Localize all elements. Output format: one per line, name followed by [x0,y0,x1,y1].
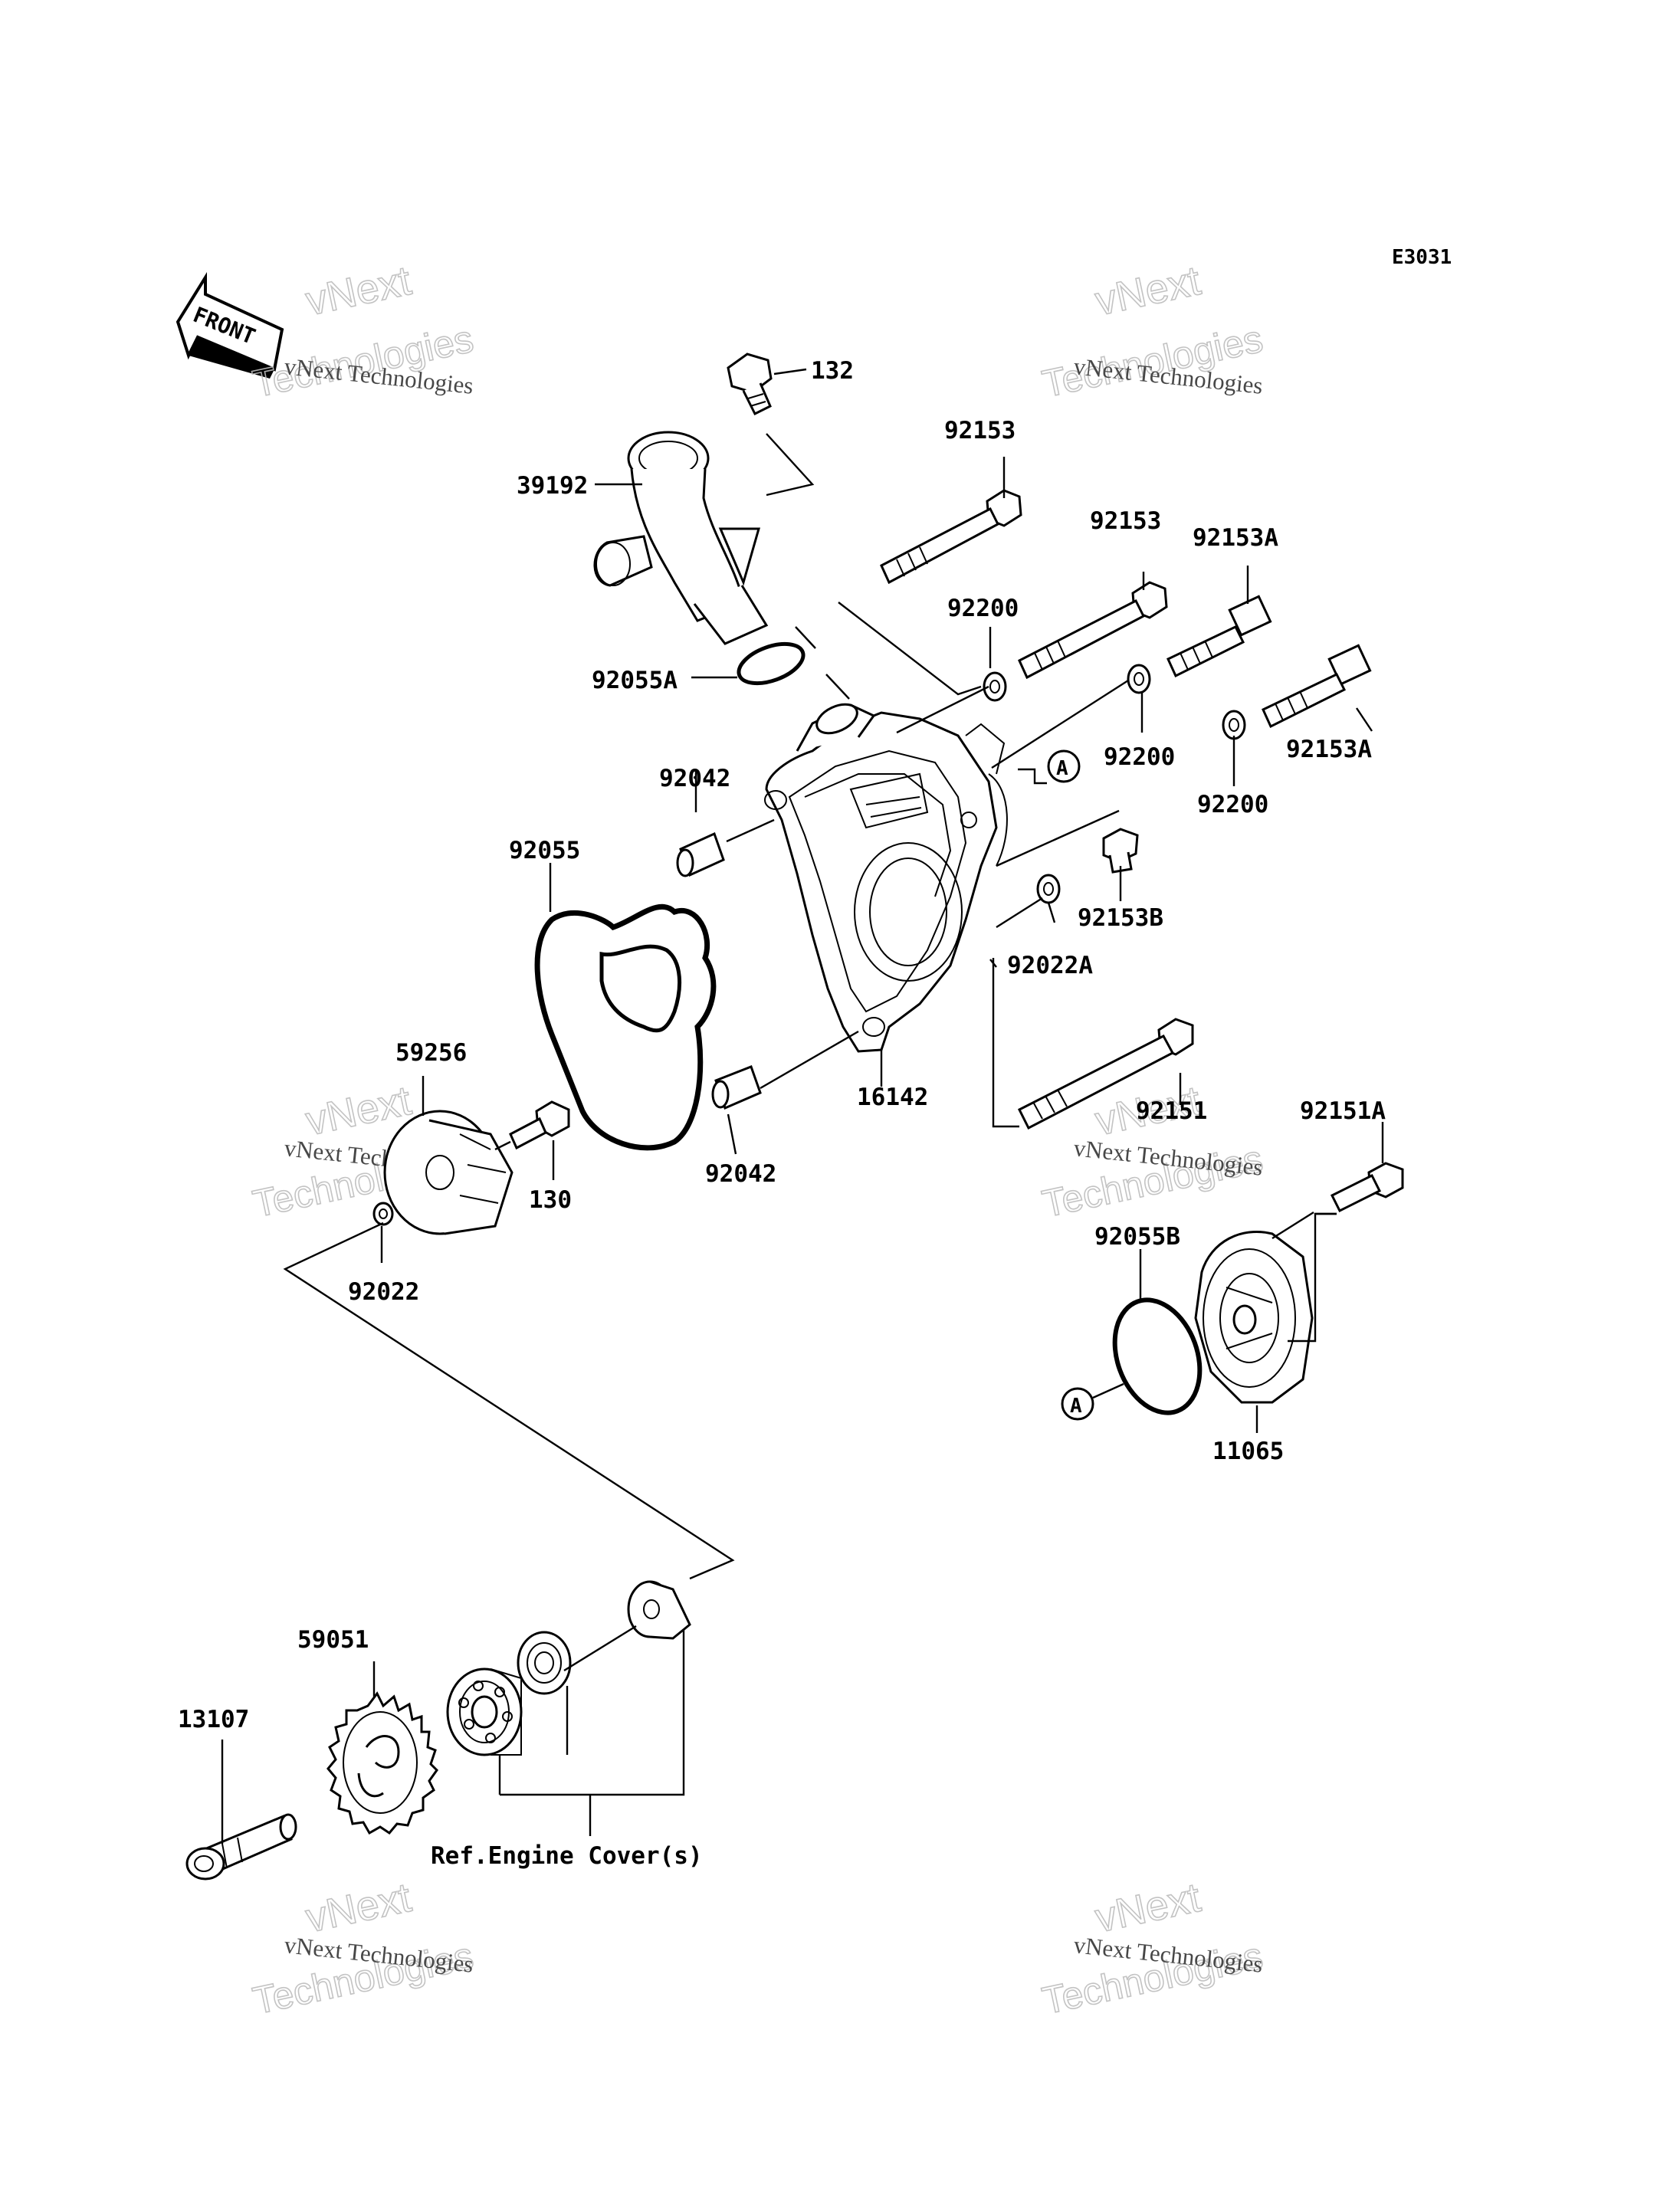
label-92042-upper: 92042 [659,765,730,792]
bolt-132 [727,353,773,416]
water-seal [627,1580,691,1640]
bolt-92151 [1017,1018,1194,1130]
washer-92200-a [983,671,1007,702]
label-92153A-lower: 92153A [1286,736,1372,763]
label-92055A: 92055A [592,667,678,694]
label-92200-a: 92200 [947,595,1019,622]
reference-note: Ref.Engine Cover(s) [431,1842,703,1870]
o-ring-92055B [1112,1297,1203,1415]
cap-11065 [1194,1230,1314,1404]
label-13107: 13107 [178,1706,249,1733]
bolt-92153A-lower [1262,644,1372,729]
label-92151A: 92151A [1300,1097,1386,1125]
svg-text:A: A [1070,1395,1082,1418]
shaft-13107 [185,1813,297,1881]
diagram-code: E3031 [1392,246,1452,269]
svg-text:A: A [1056,757,1068,780]
washer-92200-c [1222,710,1246,740]
gasket-92055 [534,903,717,1151]
o-ring-92055A [737,641,806,686]
label-92042-lower: 92042 [705,1160,776,1188]
dowel-92042-upper [676,831,725,877]
leader-lines [221,368,1384,1844]
svg-text:vNext: vNext [1091,257,1205,324]
washer-92200-b [1127,664,1151,694]
impeller-59256 [383,1110,514,1235]
bolt-92153A-upper [1166,595,1272,678]
bolt-92153-middle [1018,581,1168,680]
label-92153-upper: 92153 [944,417,1016,444]
label-92022: 92022 [348,1278,419,1306]
svg-text:vNext: vNext [302,257,415,324]
label-132: 132 [811,357,854,385]
bolt-92151A [1330,1162,1404,1213]
bolt-92153B [1102,828,1139,874]
washer-92022 [372,1202,394,1226]
dowel-92042-lower [711,1065,762,1110]
label-92200-b: 92200 [1104,743,1175,771]
label-16142: 16142 [857,1084,928,1111]
pump-cover-16142 [764,703,1008,1053]
gear-59051 [326,1691,438,1835]
label-92153-middle: 92153 [1090,507,1161,535]
label-92153B: 92153B [1078,904,1163,932]
bolt-130 [509,1100,570,1150]
label-11065: 11065 [1212,1438,1284,1465]
part-labels: 132 39192 92153 92153 92153A 92200 92055… [178,357,1386,1870]
label-39192: 39192 [517,472,588,500]
callout-a-lower: A [1061,1387,1094,1421]
oil-seal [517,1631,572,1695]
label-130: 130 [529,1186,572,1214]
label-92022A: 92022A [1007,952,1093,979]
label-92055: 92055 [509,837,580,864]
label-92055B: 92055B [1094,1223,1180,1251]
label-59051: 59051 [297,1626,369,1654]
svg-text:vNext: vNext [302,1874,415,1941]
label-92200-c: 92200 [1197,791,1268,818]
water-pipe-39192 [593,431,769,645]
bolt-92153-upper [880,489,1022,585]
callout-a-upper: A [1047,749,1081,783]
bearing-large [446,1667,523,1756]
label-92153A-upper: 92153A [1193,524,1278,552]
label-59256: 59256 [395,1039,467,1067]
svg-text:vNext: vNext [1091,1874,1205,1941]
label-92151: 92151 [1136,1097,1207,1125]
